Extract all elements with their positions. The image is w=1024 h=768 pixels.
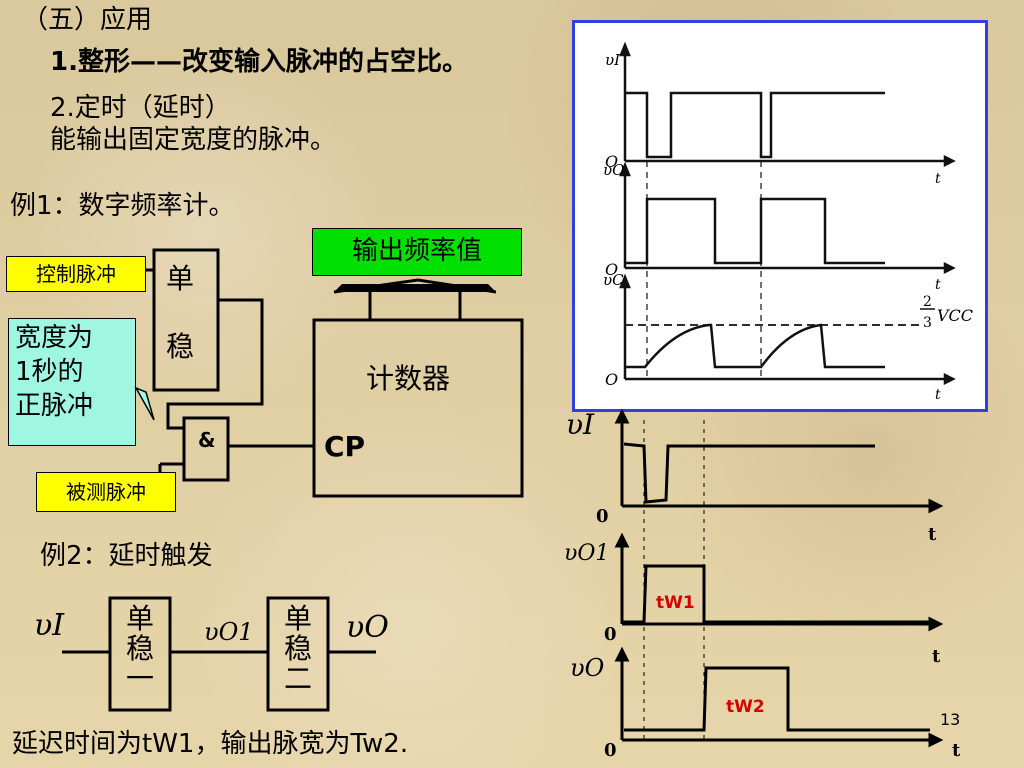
- tw2-annotation: tW2: [726, 697, 765, 717]
- example-2-title: 例2：延时触发: [40, 541, 213, 571]
- waveform-panel-svg: υI υO υC O O O t t t 2 3 VCC: [603, 41, 973, 403]
- svg-text:0: 0: [596, 506, 609, 527]
- vcc-label: VCC: [937, 306, 973, 325]
- counter-box: [312, 318, 524, 498]
- ex2-output-label: υO: [346, 610, 389, 645]
- tw1-annotation: tW1: [656, 593, 695, 613]
- monostable-label-1: 单: [166, 262, 195, 295]
- fraction-numerator: 2: [923, 294, 932, 310]
- item-2: 2.定时（延时）: [50, 93, 231, 123]
- wave-vo-label: υO: [570, 654, 605, 682]
- ex2-input-label: υI: [34, 608, 65, 643]
- monostable-label-2: 稳: [166, 330, 195, 363]
- svg-text:t: t: [935, 171, 941, 187]
- counter-label: 计数器: [366, 362, 451, 395]
- section-heading: （五）应用: [22, 5, 153, 35]
- fraction-denominator: 3: [923, 315, 932, 331]
- example-1-title: 例1：数字频率计。: [10, 191, 235, 221]
- svg-text:t: t: [952, 740, 961, 761]
- svg-text:O: O: [605, 370, 618, 389]
- svg-text:O: O: [605, 260, 618, 279]
- monostable-1-box: [108, 596, 172, 712]
- ex2-mid-label: υO1: [204, 618, 254, 646]
- and-gate-symbol: &: [198, 428, 216, 452]
- vo-label: υO: [603, 161, 624, 179]
- measured-pulse-label: 被测脉冲: [36, 472, 176, 512]
- svg-text:t: t: [935, 277, 941, 293]
- item-2-description: 能输出固定宽度的脉冲。: [50, 125, 337, 155]
- and-gate-box: [182, 416, 230, 482]
- svg-text:0: 0: [604, 740, 617, 761]
- control-pulse-label: 控制脉冲: [6, 256, 146, 292]
- svg-text:0: 0: [604, 624, 617, 645]
- pulse-width-note: 宽度为 1秒的 正脉冲: [8, 318, 136, 446]
- monostable-2-box: [266, 596, 330, 712]
- wave-vi-label: υI: [566, 408, 595, 441]
- mono2-label: 单 稳 二: [284, 602, 313, 695]
- waveform-panel: υI υO υC O O O t t t 2 3 VCC: [572, 20, 988, 412]
- block-diagram-wires: [62, 248, 524, 712]
- vi-label: υI: [605, 51, 621, 69]
- mono1-label: 单 稳 一: [126, 602, 155, 695]
- cp-label: CP: [324, 430, 366, 463]
- wave-vo1-label: υO1: [564, 541, 609, 566]
- monostable-box: [152, 248, 220, 392]
- page-number: 13: [940, 710, 961, 729]
- vc-label: υC: [603, 271, 624, 289]
- svg-text:O: O: [605, 152, 618, 171]
- svg-text:t: t: [932, 646, 941, 667]
- conclusion-text: 延迟时间为tW1，输出脉宽为Tw2.: [12, 729, 409, 759]
- svg-text:t: t: [935, 387, 941, 403]
- item-1: 1.整形——改变输入脉冲的占空比。: [50, 47, 468, 77]
- output-frequency-box: 输出频率值: [312, 228, 522, 276]
- delay-waveforms: υI υO1 υO 0 0 0 t t t tW1 tW2: [564, 408, 961, 761]
- svg-text:t: t: [928, 524, 937, 545]
